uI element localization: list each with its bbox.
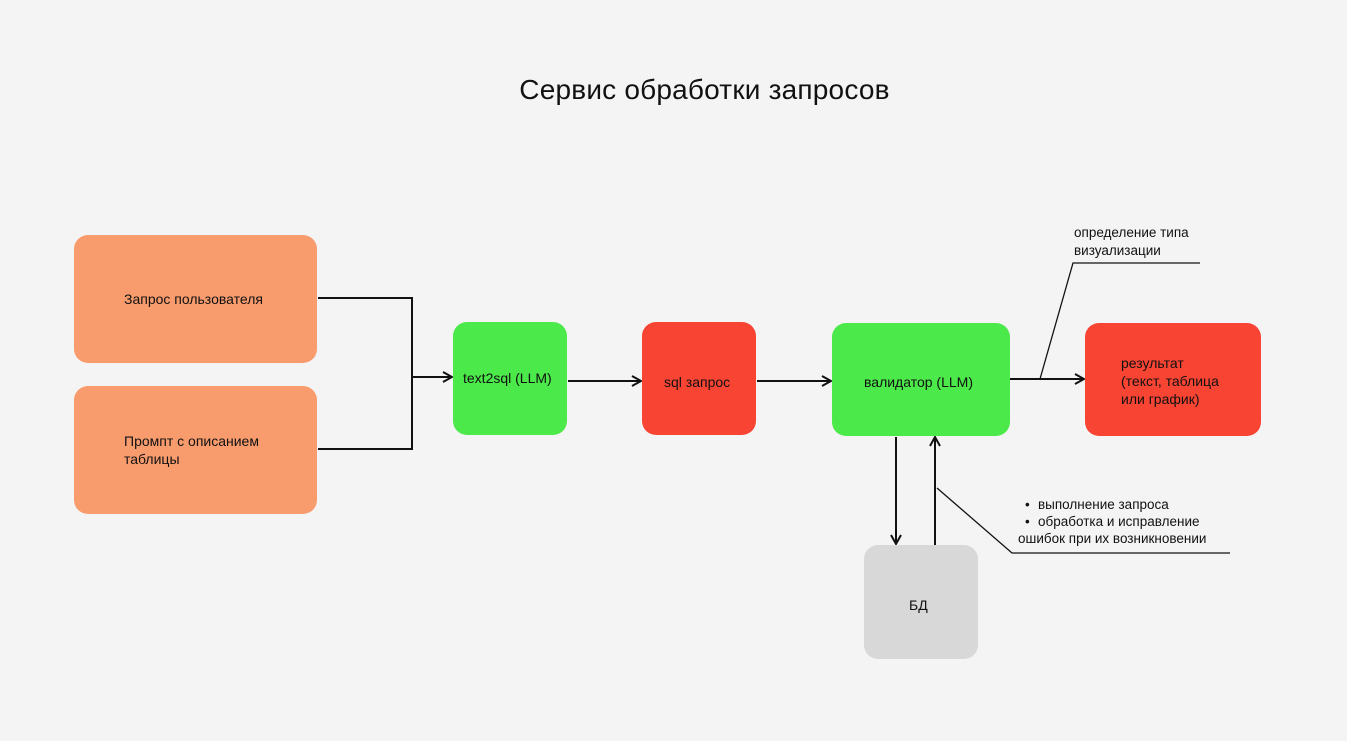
connector-prompt-to-text2sql (318, 377, 413, 450)
bullet-icon: • (1025, 514, 1030, 529)
page-title: Сервис обработки запросов (519, 74, 890, 105)
prompt-label: Промпт с описанием таблицы (124, 433, 259, 467)
db-actions-list: • выполнение запроса • обработка и испра… (1018, 496, 1206, 547)
db-action-item: • обработка и исправление (1025, 514, 1200, 529)
sql-query-node: sql запрос (642, 322, 756, 435)
user-query-label: Запрос пользователя (124, 291, 263, 307)
db-action-item-continuation: ошибок при их возникновении (1018, 531, 1207, 546)
user-query-node: Запрос пользователя (74, 235, 317, 363)
db-node: БД (864, 545, 978, 659)
db-label: БД (909, 597, 928, 613)
result-node: результат (текст, таблица или график) (1085, 323, 1261, 436)
db-action-item: • выполнение запроса (1025, 497, 1169, 512)
visualization-note: определение типа визуализации (1074, 225, 1189, 258)
connector-user-query-to-text2sql (318, 297, 413, 377)
validator-label: валидатор (LLM) (864, 374, 973, 390)
text2sql-node: text2sql (LLM) (453, 322, 567, 435)
text2sql-label: text2sql (LLM) (463, 370, 552, 386)
sql-query-label: sql запрос (664, 374, 731, 390)
validator-node: валидатор (LLM) (832, 323, 1010, 436)
bullet-icon: • (1025, 497, 1030, 512)
prompt-node: Промпт с описанием таблицы (74, 386, 317, 514)
result-label: результат (текст, таблица или график) (1121, 355, 1219, 407)
